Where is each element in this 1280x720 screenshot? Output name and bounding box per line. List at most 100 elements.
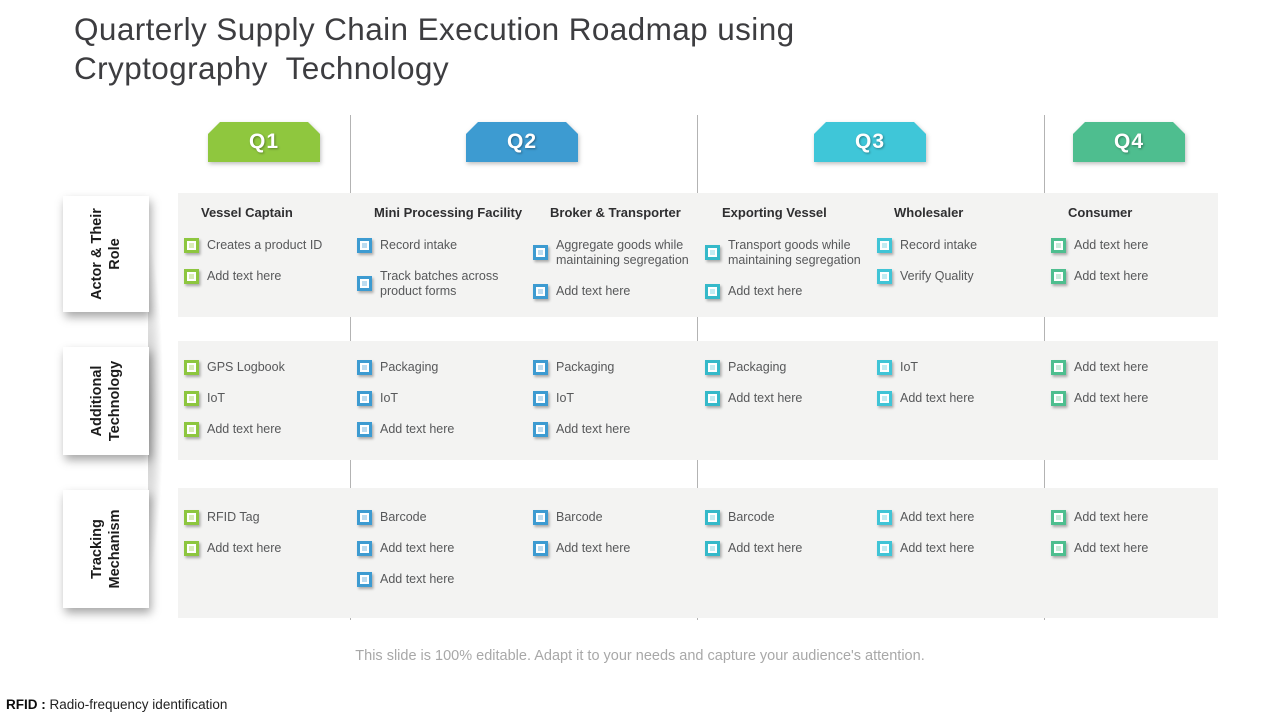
roadmap-item: Add text here (1051, 391, 1216, 406)
square-bullet-icon (1051, 541, 1066, 556)
column-broker-transporter: Broker & Transporter Aggregate goods whi… (533, 193, 695, 623)
square-bullet-icon (1051, 360, 1066, 375)
item-label: Add text here (728, 391, 803, 405)
item-label: Packaging (380, 360, 439, 374)
row-label-text: Additional Technology (88, 360, 123, 442)
roadmap-item: Add text here (184, 422, 348, 437)
roadmap-item: Add text here (877, 510, 1042, 525)
footnote-definition: Radio-frequency identification (45, 697, 228, 712)
square-bullet-icon (877, 268, 892, 284)
item-label: Record intake (900, 237, 978, 252)
square-bullet-icon (533, 510, 548, 525)
square-bullet-icon (533, 422, 548, 437)
item-label: Add text here (1074, 391, 1149, 405)
row-band-actor (178, 193, 1218, 317)
item-label: Record intake (380, 237, 458, 252)
roadmap-item: Barcode (705, 510, 877, 525)
square-bullet-icon (357, 391, 372, 406)
item-label: Add text here (207, 541, 282, 555)
item-label: Verify Quality (900, 268, 974, 283)
column-header: Broker & Transporter (550, 205, 681, 220)
square-bullet-icon (1051, 237, 1066, 253)
column-vessel-captain: Vessel Captain Creates a product ID Add … (184, 193, 348, 623)
square-bullet-icon (184, 510, 199, 525)
square-bullet-icon (705, 510, 720, 525)
item-label: IoT (207, 391, 226, 405)
square-bullet-icon (184, 268, 199, 284)
roadmap-item: Add text here (705, 283, 877, 299)
item-label: Packaging (556, 360, 615, 374)
roadmap-item: Aggregate goods while maintaining segreg… (533, 238, 695, 268)
roadmap-item: Add text here (877, 391, 1042, 406)
row-label-text: Actor & Their Role (88, 208, 123, 300)
roadmap-item: Add text here (705, 541, 877, 556)
roadmap-item: Add text here (533, 283, 695, 299)
row-label-actor-role: Actor & Their Role (63, 196, 149, 312)
item-label: Barcode (556, 510, 603, 524)
square-bullet-icon (357, 360, 372, 375)
square-bullet-icon (357, 572, 372, 587)
roadmap-item: Add text here (877, 541, 1042, 556)
square-bullet-icon (357, 237, 372, 253)
item-label: Track batches across product forms (380, 268, 499, 298)
roadmap-item: GPS Logbook (184, 360, 348, 375)
square-bullet-icon (357, 276, 372, 292)
square-bullet-icon (533, 541, 548, 556)
slide-title: Quarterly Supply Chain Execution Roadmap… (74, 11, 795, 87)
roadmap-item: Barcode (357, 510, 527, 525)
roadmap-item: Packaging (357, 360, 527, 375)
column-header: Wholesaler (894, 205, 964, 220)
roadmap-item: Packaging (533, 360, 695, 375)
square-bullet-icon (877, 237, 892, 253)
item-label: Add text here (1074, 237, 1149, 252)
square-bullet-icon (533, 360, 548, 375)
item-label: Aggregate goods while maintaining segreg… (556, 237, 689, 267)
square-bullet-icon (877, 541, 892, 556)
row-label-text: Tracking Mechanism (88, 509, 123, 589)
item-label: Add text here (207, 422, 282, 436)
roadmap-item: IoT (357, 391, 527, 406)
square-bullet-icon (357, 510, 372, 525)
item-label: Add text here (380, 572, 455, 586)
item-label: Add text here (207, 268, 282, 283)
square-bullet-icon (705, 391, 720, 406)
item-label: Add text here (900, 510, 975, 524)
roadmap-item: Add text here (1051, 510, 1216, 525)
square-bullet-icon (184, 391, 199, 406)
square-bullet-icon (705, 245, 720, 261)
item-label: RFID Tag (207, 510, 260, 524)
row-label-additional-technology: Additional Technology (63, 347, 149, 455)
item-label: Add text here (556, 422, 631, 436)
square-bullet-icon (533, 245, 548, 261)
square-bullet-icon (533, 283, 548, 299)
item-label: Add text here (1074, 541, 1149, 555)
square-bullet-icon (184, 237, 199, 253)
square-bullet-icon (184, 541, 199, 556)
roadmap-item: RFID Tag (184, 510, 348, 525)
roadmap-item: Add text here (357, 422, 527, 437)
roadmap-item: Packaging (705, 360, 877, 375)
quarter-tab-q3: Q3 (814, 122, 926, 162)
roadmap-item: Add text here (1051, 541, 1216, 556)
square-bullet-icon (1051, 268, 1066, 284)
quarter-tab-shape: Q4 (1073, 122, 1185, 162)
roadmap-item: IoT (184, 391, 348, 406)
square-bullet-icon (1051, 510, 1066, 525)
roadmap-item: IoT (533, 391, 695, 406)
item-label: Transport goods while maintaining segreg… (728, 237, 861, 267)
roadmap-item: Add text here (184, 268, 348, 284)
roadmap-item: Track batches across product forms (357, 269, 527, 299)
roadmap-item: Transport goods while maintaining segreg… (705, 238, 877, 268)
item-label: Add text here (380, 422, 455, 436)
item-label: Add text here (1074, 268, 1149, 283)
roadmap-item: Add text here (1051, 268, 1216, 284)
quarter-tab-shape: Q2 (466, 122, 578, 162)
footnote-term: RFID : (6, 697, 46, 712)
column-header: Vessel Captain (201, 205, 293, 220)
row-label-tracking-mechanism: Tracking Mechanism (63, 490, 149, 608)
roadmap-item: Add text here (533, 422, 695, 437)
column-wholesaler: Wholesaler Record intake Verify Quality … (877, 193, 1042, 623)
item-label: Add text here (900, 391, 975, 405)
roadmap-item: Add text here (533, 541, 695, 556)
